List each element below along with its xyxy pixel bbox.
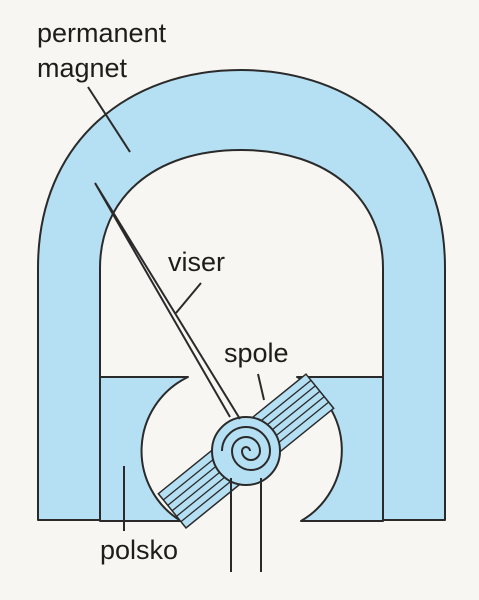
pointer-leader-line <box>175 282 202 314</box>
magnet-label-line2: magnet <box>37 53 128 83</box>
magnet-label-line1: permanent <box>37 18 167 48</box>
permanent-magnet <box>37 69 446 521</box>
pole-piece-label: polsko <box>100 535 178 565</box>
pointer <box>94 182 241 420</box>
spiral-spring <box>211 416 281 486</box>
magnet-leader-line <box>87 86 131 153</box>
coil-leader-line <box>257 373 265 401</box>
pointer-label: viser <box>168 247 225 277</box>
left-pole-piece <box>99 376 189 522</box>
coil-label: spole <box>224 338 289 368</box>
